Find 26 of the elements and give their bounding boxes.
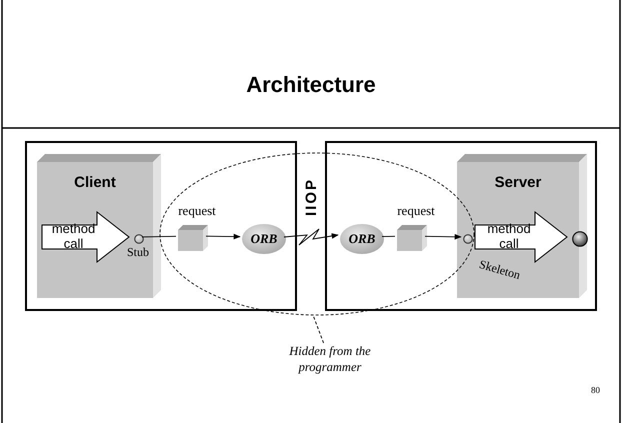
connector-line <box>142 236 176 238</box>
node-label: Stub <box>126 245 150 260</box>
arrow <box>206 234 241 240</box>
node-label: Skeleton <box>476 256 523 284</box>
note-text: Hidden from the programmer <box>288 343 372 375</box>
arrow-label: method call <box>50 221 96 251</box>
page-number: 80 <box>591 385 600 395</box>
node-label: request <box>396 203 436 219</box>
orb-label: ORB <box>348 231 376 247</box>
object-circle <box>572 231 588 247</box>
block-arrow <box>42 210 130 264</box>
arrow-label: method call <box>486 221 532 251</box>
box-title: Server <box>494 174 542 191</box>
orb-ellipse <box>340 224 384 254</box>
arrow <box>284 228 339 246</box>
frame-box <box>25 141 297 311</box>
leader-line <box>312 314 324 344</box>
block-arrow <box>474 210 568 264</box>
connector-line <box>382 236 396 237</box>
arrow <box>424 234 462 240</box>
box-title: Client <box>73 174 117 191</box>
node-label: request <box>177 203 217 219</box>
orb-label: ORB <box>250 231 278 247</box>
frame-box <box>325 141 597 311</box>
orb-ellipse <box>242 224 286 254</box>
slide-title: Architecture <box>245 72 377 98</box>
